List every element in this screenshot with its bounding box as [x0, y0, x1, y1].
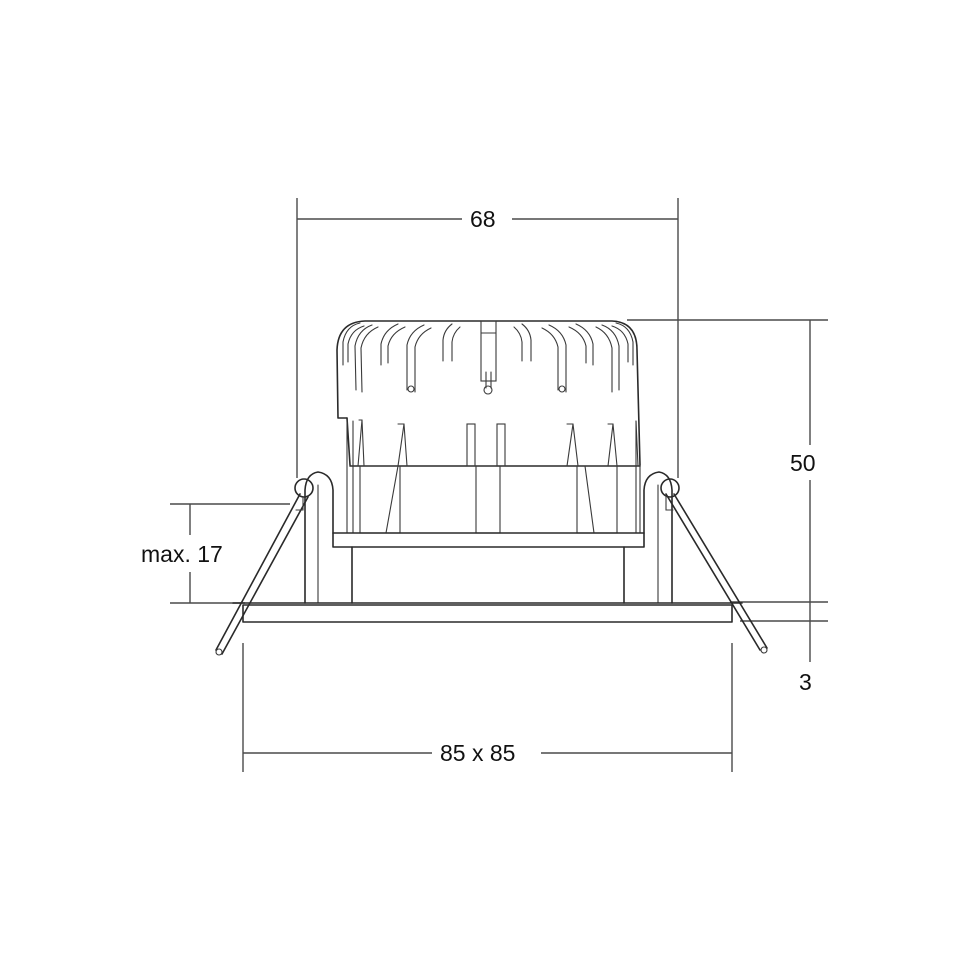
trim-plate — [232, 602, 743, 623]
housing — [332, 532, 645, 604]
heatsink — [336, 320, 641, 534]
spring-clip-right — [643, 471, 768, 654]
dim-height — [627, 319, 828, 662]
spring-clip-left — [215, 471, 334, 656]
dim-label-height: 50 — [786, 450, 820, 476]
dim-label-cutout: 85 x 85 — [436, 740, 520, 766]
dim-cutout — [242, 643, 733, 772]
dim-label-trim-thickness: 3 — [795, 669, 816, 695]
dim-top-width — [296, 198, 679, 478]
dim-label-ceiling-thickness: max. 17 — [137, 541, 227, 567]
dim-label-top-width: 68 — [466, 206, 500, 232]
